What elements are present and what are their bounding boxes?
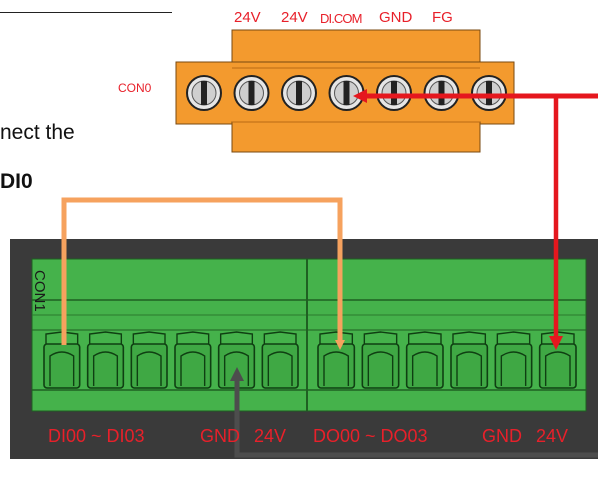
con1-pin-1-3	[130, 331, 168, 389]
con1-label-24v-2: 24V	[536, 426, 569, 446]
con0-screw-7	[471, 75, 507, 111]
dark-gray-wire	[230, 367, 598, 458]
con0-screw-6	[423, 75, 460, 111]
con1-pin-1-2	[86, 331, 125, 389]
con1-pin-2-4	[450, 331, 489, 389]
con1-label-do00-do03: DO00 ~ DO03	[313, 426, 428, 446]
con1-green-body	[31, 258, 587, 412]
con0-pin-label-dicom: DI.COM	[320, 11, 362, 26]
con0-screw-5	[376, 75, 412, 111]
con0-pin-label-24v-1: 24V	[234, 9, 261, 26]
con1-pin-2-3	[405, 331, 444, 389]
top-rule	[0, 12, 172, 13]
con1-label-gnd-2: GND	[482, 426, 522, 446]
con1-label-gnd-1: GND	[200, 426, 240, 446]
con1-pin-2-5	[494, 331, 533, 389]
con1-label-di00-di03: DI00 ~ DI03	[48, 426, 145, 446]
con1-pin-1-6	[261, 331, 299, 389]
con0-screw-1	[186, 75, 222, 111]
con0-pin-label-24v-2: 24V	[281, 9, 308, 26]
con0-screw-2	[233, 75, 270, 111]
orange-loop-wire	[61, 197, 345, 350]
con0-connector	[175, 29, 515, 153]
con1-terminal-board	[10, 239, 598, 459]
con1-label: CON1	[31, 270, 48, 312]
wires	[61, 89, 598, 458]
con1-pin-1-4	[174, 331, 212, 389]
con0-screw-4	[328, 75, 365, 111]
con0-label: CON0	[118, 81, 152, 95]
instruction-text-line2: DI0	[0, 170, 33, 193]
con1-label-24v-1: 24V	[254, 426, 287, 446]
con1-pin-2-6	[538, 331, 577, 389]
con1-pin-1-1	[43, 331, 81, 389]
con1-pin-1-5	[217, 331, 256, 389]
instruction-text-line1: nect the	[0, 121, 75, 144]
con1-pin-2-2	[361, 331, 400, 389]
con0-bottom-plate	[231, 121, 481, 153]
con0-pin-label-fg: FG	[432, 9, 453, 26]
con0-pin-label-gnd: GND	[379, 9, 413, 26]
con0-screw-3	[281, 75, 317, 111]
